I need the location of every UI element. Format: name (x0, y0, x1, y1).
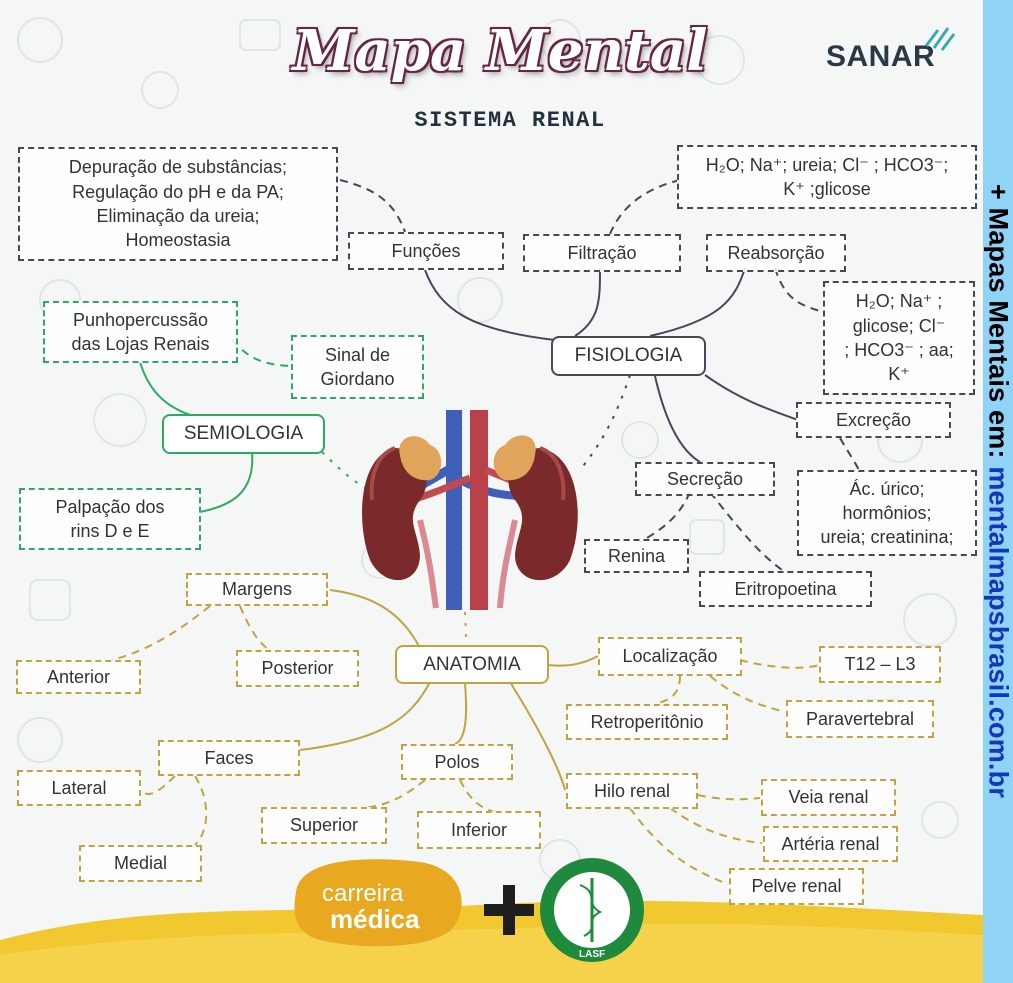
node-lateral: Lateral (17, 770, 141, 806)
node-margens: Margens (186, 573, 328, 606)
node-filtracao: Filtração (523, 234, 681, 272)
node-fisiologia: FISIOLOGIA (551, 336, 706, 376)
carreira-medica-line1: carreira (322, 880, 404, 907)
node-posterior: Posterior (236, 650, 359, 687)
node-hilo-renal: Hilo renal (566, 773, 698, 809)
node-polos: Polos (401, 744, 513, 780)
node-excrecao: Excreção (796, 402, 951, 438)
node-pelve-renal: Pelve renal (729, 868, 864, 905)
node-palpacao: Palpação dos rins D e E (19, 488, 201, 550)
funcoes-description: Depuração de substâncias; Regulação do p… (18, 147, 338, 261)
kidney-illustration (362, 410, 578, 610)
carreira-medica-line2: médica (330, 904, 420, 934)
node-retroperitonio: Retroperitônio (566, 704, 728, 740)
node-localizacao: Localização (598, 637, 742, 676)
node-paravertebral: Paravertebral (786, 700, 934, 738)
node-punhopercussao: Punhopercussão das Lojas Renais (43, 301, 238, 363)
node-superior: Superior (261, 807, 387, 844)
node-veia-renal: Veia renal (761, 779, 896, 816)
node-t12-l3: T12 – L3 (819, 646, 941, 683)
node-eritropoetina: Eritropoetina (699, 571, 872, 607)
promo-sidebar-prefix: + Mapas Mentais em: (983, 183, 1013, 467)
node-faces: Faces (158, 740, 300, 776)
filtracao-description: H₂O; Na⁺; ureia; Cl⁻ ; HCO3⁻; K⁺ ;glicos… (677, 145, 977, 209)
node-funcoes: Funções (348, 232, 504, 270)
promo-sidebar (983, 0, 1013, 983)
node-reabsorcao: Reabsorção (706, 234, 846, 272)
connector-layer (0, 17, 983, 983)
page-title: Mapa Mental (292, 18, 708, 84)
node-anterior: Anterior (16, 660, 141, 694)
carreira-medica-badge (294, 859, 462, 947)
excrecao-description: Ác. úrico; hormônios; ureia; creatinina; (797, 470, 977, 556)
node-anatomia: ANATOMIA (395, 645, 549, 684)
node-renina: Renina (584, 539, 689, 573)
promo-sidebar-url[interactable]: mentalmapsbrasil.com.br (983, 466, 1013, 799)
node-inferior: Inferior (417, 811, 541, 849)
node-sinal-giordano: Sinal de Giordano (291, 335, 424, 399)
node-secrecao: Secreção (635, 462, 775, 496)
sanar-logo: SANAR (826, 40, 936, 73)
page-subtitle: SISTEMA RENAL (414, 108, 606, 133)
node-medial: Medial (79, 845, 202, 882)
node-arteria-renal: Artéria renal (763, 826, 898, 862)
node-semiologia: SEMIOLOGIA (162, 414, 325, 454)
reabsorcao-description: H₂O; Na⁺ ; glicose; Cl⁻ ; HCO3⁻ ; aa; K⁺ (823, 281, 975, 395)
sanar-logo-icon (924, 27, 956, 51)
promo-sidebar-text: + Mapas Mentais em: mentalmapsbrasil.com… (983, 184, 1013, 798)
lasf-seal-icon (540, 858, 644, 962)
lasf-seal-label: LASF (579, 949, 606, 960)
